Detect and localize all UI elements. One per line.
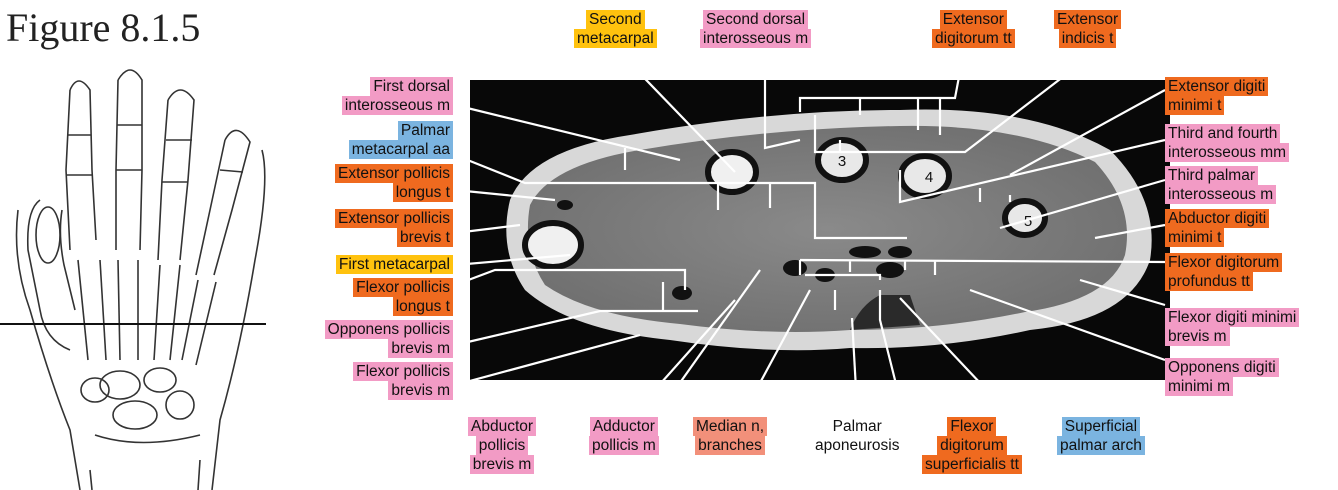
label-median-nerve: Median n,branches: [693, 417, 767, 455]
metacarpal-number-4: 4: [925, 169, 933, 186]
metacarpal-number-5: 5: [1024, 213, 1032, 230]
hand-illustration: [0, 60, 290, 490]
metacarpal-number-3: 3: [838, 153, 846, 170]
label-first-metacarpal: First metacarpal: [336, 255, 453, 274]
mri-cross-section: 3 4 5: [470, 80, 1170, 380]
figure-title: Figure 8.1.5: [6, 4, 200, 51]
